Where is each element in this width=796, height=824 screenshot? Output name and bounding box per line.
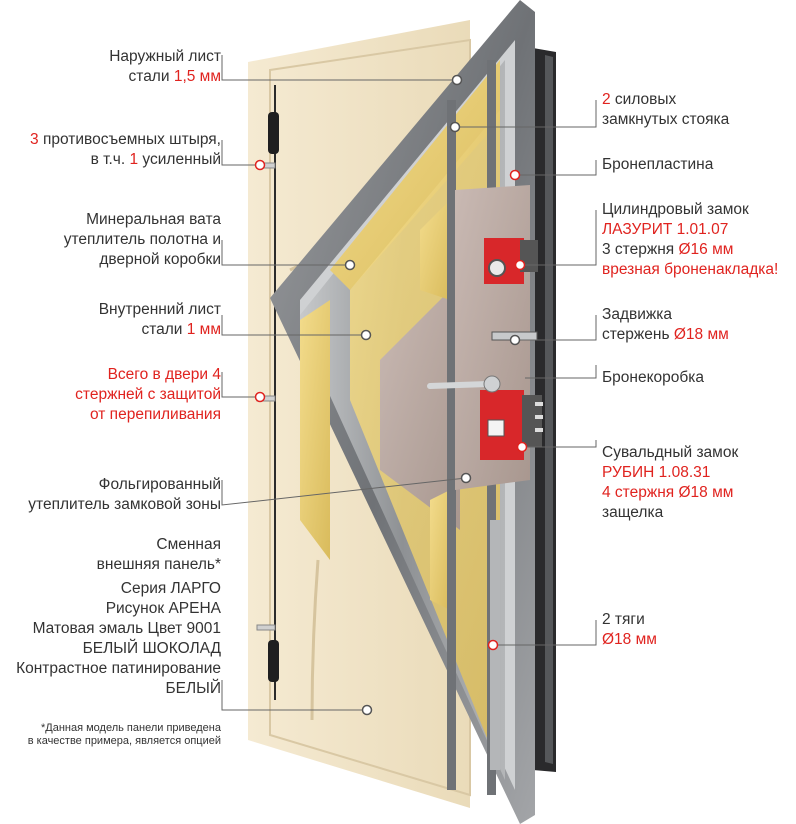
label-armor-box: Бронекоробка (602, 368, 704, 388)
panel-line2: внешняя панель* (96, 556, 221, 573)
latch-bolt-line1: Задвижка (602, 306, 673, 323)
panel-patina: Контрастное патинирование (16, 660, 221, 677)
outer-sheet-thickness: 1,5 мм (173, 68, 221, 85)
inner-sheet-thickness: 1 мм (186, 321, 221, 338)
cylinder-lock-bolts: 3 стержня (602, 241, 679, 258)
latch-bolt-line2-text: стержень (602, 326, 674, 343)
label-lever-lock: Сувальдный замок РУБИН 1.08.31 4 стержня… (602, 443, 738, 523)
label-foil-insulation: Фольгированный утеплитель замковой зоны (28, 475, 221, 515)
label-armor-plate: Бронепластина (602, 155, 713, 175)
total-bolts-line2: стержней с защитой (75, 386, 221, 403)
inner-sheet-line2: стали 1 мм (99, 320, 221, 340)
posts-line1: 2 силовых (602, 90, 729, 110)
outer-sheet-line2-text: стали (128, 68, 174, 85)
label-latch-bolt: Задвижка стержень Ø18 мм (602, 305, 729, 345)
mineral-wool (300, 60, 500, 770)
footnote-line1: *Данная модель панели приведена (40, 722, 221, 734)
total-bolts-line1: Всего в двери 4 (107, 366, 221, 383)
panel-enamel: Матовая эмаль Цвет 9001 (32, 620, 221, 637)
inner-sheet-line2-text: стали (141, 321, 187, 338)
door-handle (427, 375, 501, 393)
pins-line2-post: усиленный (138, 151, 221, 168)
latch-bolt-line2: стержень Ø18 мм (602, 325, 729, 345)
total-bolts-line3: от перепиливания (90, 406, 221, 423)
pins-line1: 3 противосъемных штыря, (30, 130, 221, 150)
outer-sheet-line2: стали 1,5 мм (109, 67, 221, 87)
marker-dots (344, 74, 521, 716)
cylinder-lock-model: ЛАЗУРИТ 1.01.07 (602, 221, 729, 238)
foil-insulation-line2: утеплитель замковой зоны (28, 496, 221, 513)
panel-color-name: БЕЛЫЙ ШОКОЛАД (82, 640, 221, 657)
armor-box-line1: Бронекоробка (602, 369, 705, 386)
leader-lines (221, 55, 597, 711)
hinge-bottom (268, 640, 279, 682)
red-marker-dots (254, 159, 528, 651)
inner-sheet-line1: Внутренний лист (98, 301, 221, 318)
latch-bolt-diameter: Ø18 мм (673, 326, 729, 343)
label-panel: Сменная внешняя панель* Серия ЛАРГО Рису… (16, 535, 221, 699)
label-outer-sheet: Наружный лист стали 1,5 мм (109, 47, 221, 87)
cylinder-lock-overlay: врезная броненакладка! (602, 261, 779, 278)
panel-line1: Сменная (156, 536, 221, 553)
pins-line2-pre: в т.ч. (90, 151, 130, 168)
pins-count: 3 (30, 131, 39, 148)
panel-series: Серия ЛАРГО (120, 580, 221, 597)
rods-line1: 2 тяги (602, 611, 645, 628)
label-posts: 2 силовых замкнутых стояка (602, 90, 729, 130)
label-total-bolts: Всего в двери 4 стержней с защитой от пе… (75, 365, 221, 425)
pins-reinforced-count: 1 (129, 151, 139, 168)
pins-line2: в т.ч. 1 усиленный (30, 150, 221, 170)
mineral-wool-line2: утеплитель полотна и (63, 231, 221, 248)
lever-lock-model: РУБИН 1.08.31 (602, 464, 711, 481)
panel-pattern: Рисунок АРЕНА (105, 600, 221, 617)
outer-sheet-line1: Наружный лист (109, 48, 221, 65)
lever-lock-bolts: 4 стержня Ø18 мм (602, 484, 734, 501)
label-mineral-wool: Минеральная вата утеплитель полотна и дв… (64, 210, 221, 270)
footnote-line2: в качестве примера, является опцией (27, 735, 221, 747)
rods-diameter: Ø18 мм (602, 631, 657, 648)
armor-plate-line1: Бронепластина (602, 156, 714, 173)
lever-lock-line1: Сувальдный замок (602, 444, 739, 461)
lever-lock-latch: защелка (602, 504, 664, 521)
cylinder-lock-line1: Цилиндровый замок (602, 201, 749, 218)
door-frame (533, 48, 556, 772)
label-pins: 3 противосъемных штыря, в т.ч. 1 усиленн… (30, 130, 221, 170)
footnote: *Данная модель панели приведена в качест… (28, 722, 221, 748)
label-inner-sheet: Внутренний лист стали 1 мм (99, 300, 221, 340)
foil-insulation-line1: Фольгированный (98, 476, 221, 493)
label-rods: 2 тяги Ø18 мм (602, 610, 657, 650)
lever-lock (480, 390, 543, 460)
mineral-wool-line3: дверной коробки (99, 251, 221, 268)
label-cylinder-lock: Цилиндровый замок ЛАЗУРИТ 1.01.07 3 стер… (602, 200, 778, 280)
cylinder-lock-diameter: Ø16 мм (678, 241, 734, 258)
posts-line1-text: силовых (610, 91, 677, 108)
panel-patina-color: БЕЛЫЙ (165, 680, 221, 697)
posts-line2: замкнутых стояка (602, 111, 730, 128)
cylinder-lock-line3: 3 стержня Ø16 мм (602, 240, 778, 260)
hinge-top (268, 112, 279, 154)
posts-count: 2 (602, 91, 611, 108)
mineral-wool-line1: Минеральная вата (86, 211, 221, 228)
pins-line1-text: противосъемных штыря, (38, 131, 221, 148)
